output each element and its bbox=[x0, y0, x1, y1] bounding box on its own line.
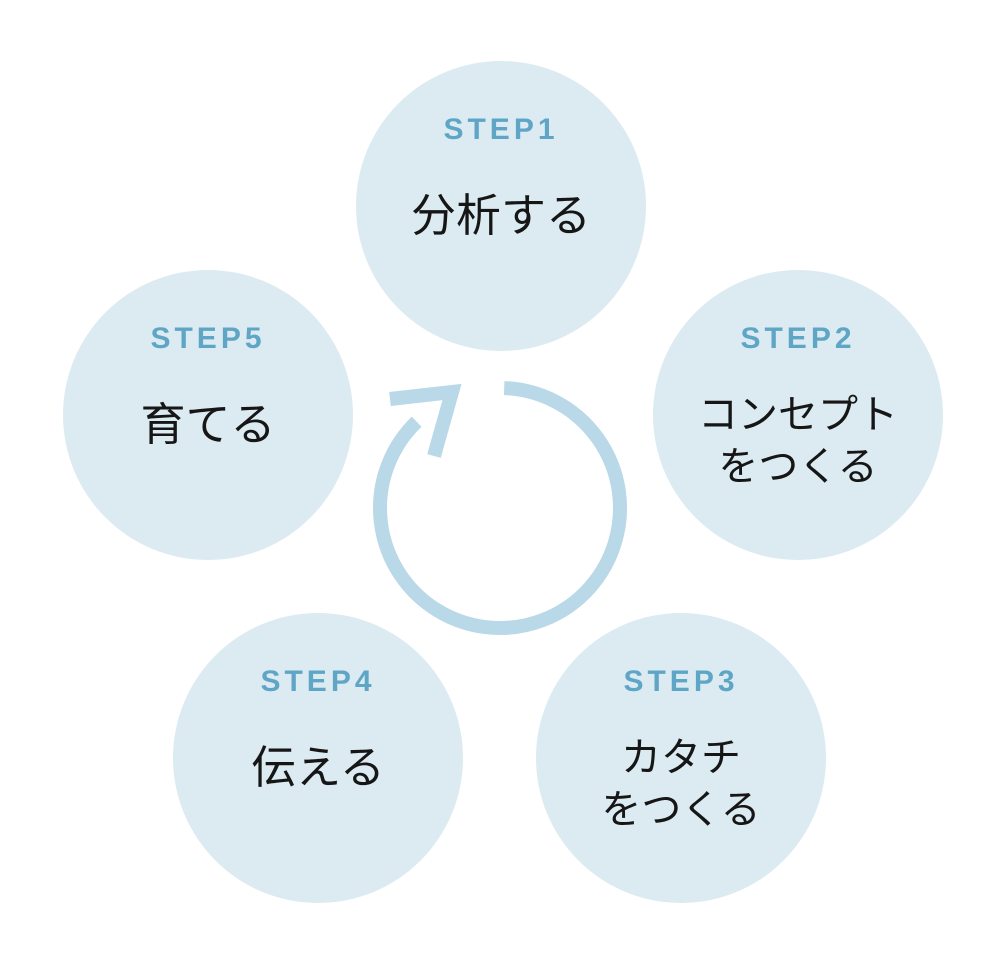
step-label-4: STEP4 bbox=[260, 665, 376, 698]
step-circle-4: STEP4 伝える bbox=[173, 613, 463, 903]
step-text-2: コンセプト をつくる bbox=[698, 393, 898, 489]
step-text-4: 伝える bbox=[251, 742, 385, 793]
step-circle-1: STEP1 分析する bbox=[356, 61, 646, 351]
step-circle-2: STEP2 コンセプト をつくる bbox=[653, 270, 943, 560]
cycle-arrow-icon bbox=[373, 381, 627, 635]
step-text-1: 分析する bbox=[410, 190, 591, 241]
step-text-5: 育てる bbox=[140, 399, 276, 450]
step-label-3: STEP3 bbox=[623, 665, 739, 698]
step-label-5: STEP5 bbox=[150, 322, 266, 355]
step-label-2: STEP2 bbox=[740, 322, 856, 355]
step-text-3: カタチ をつくる bbox=[601, 736, 761, 832]
step-circle-3: STEP3 カタチ をつくる bbox=[536, 613, 826, 903]
step-circle-5: STEP5 育てる bbox=[63, 270, 353, 560]
step-label-1: STEP1 bbox=[443, 113, 559, 146]
